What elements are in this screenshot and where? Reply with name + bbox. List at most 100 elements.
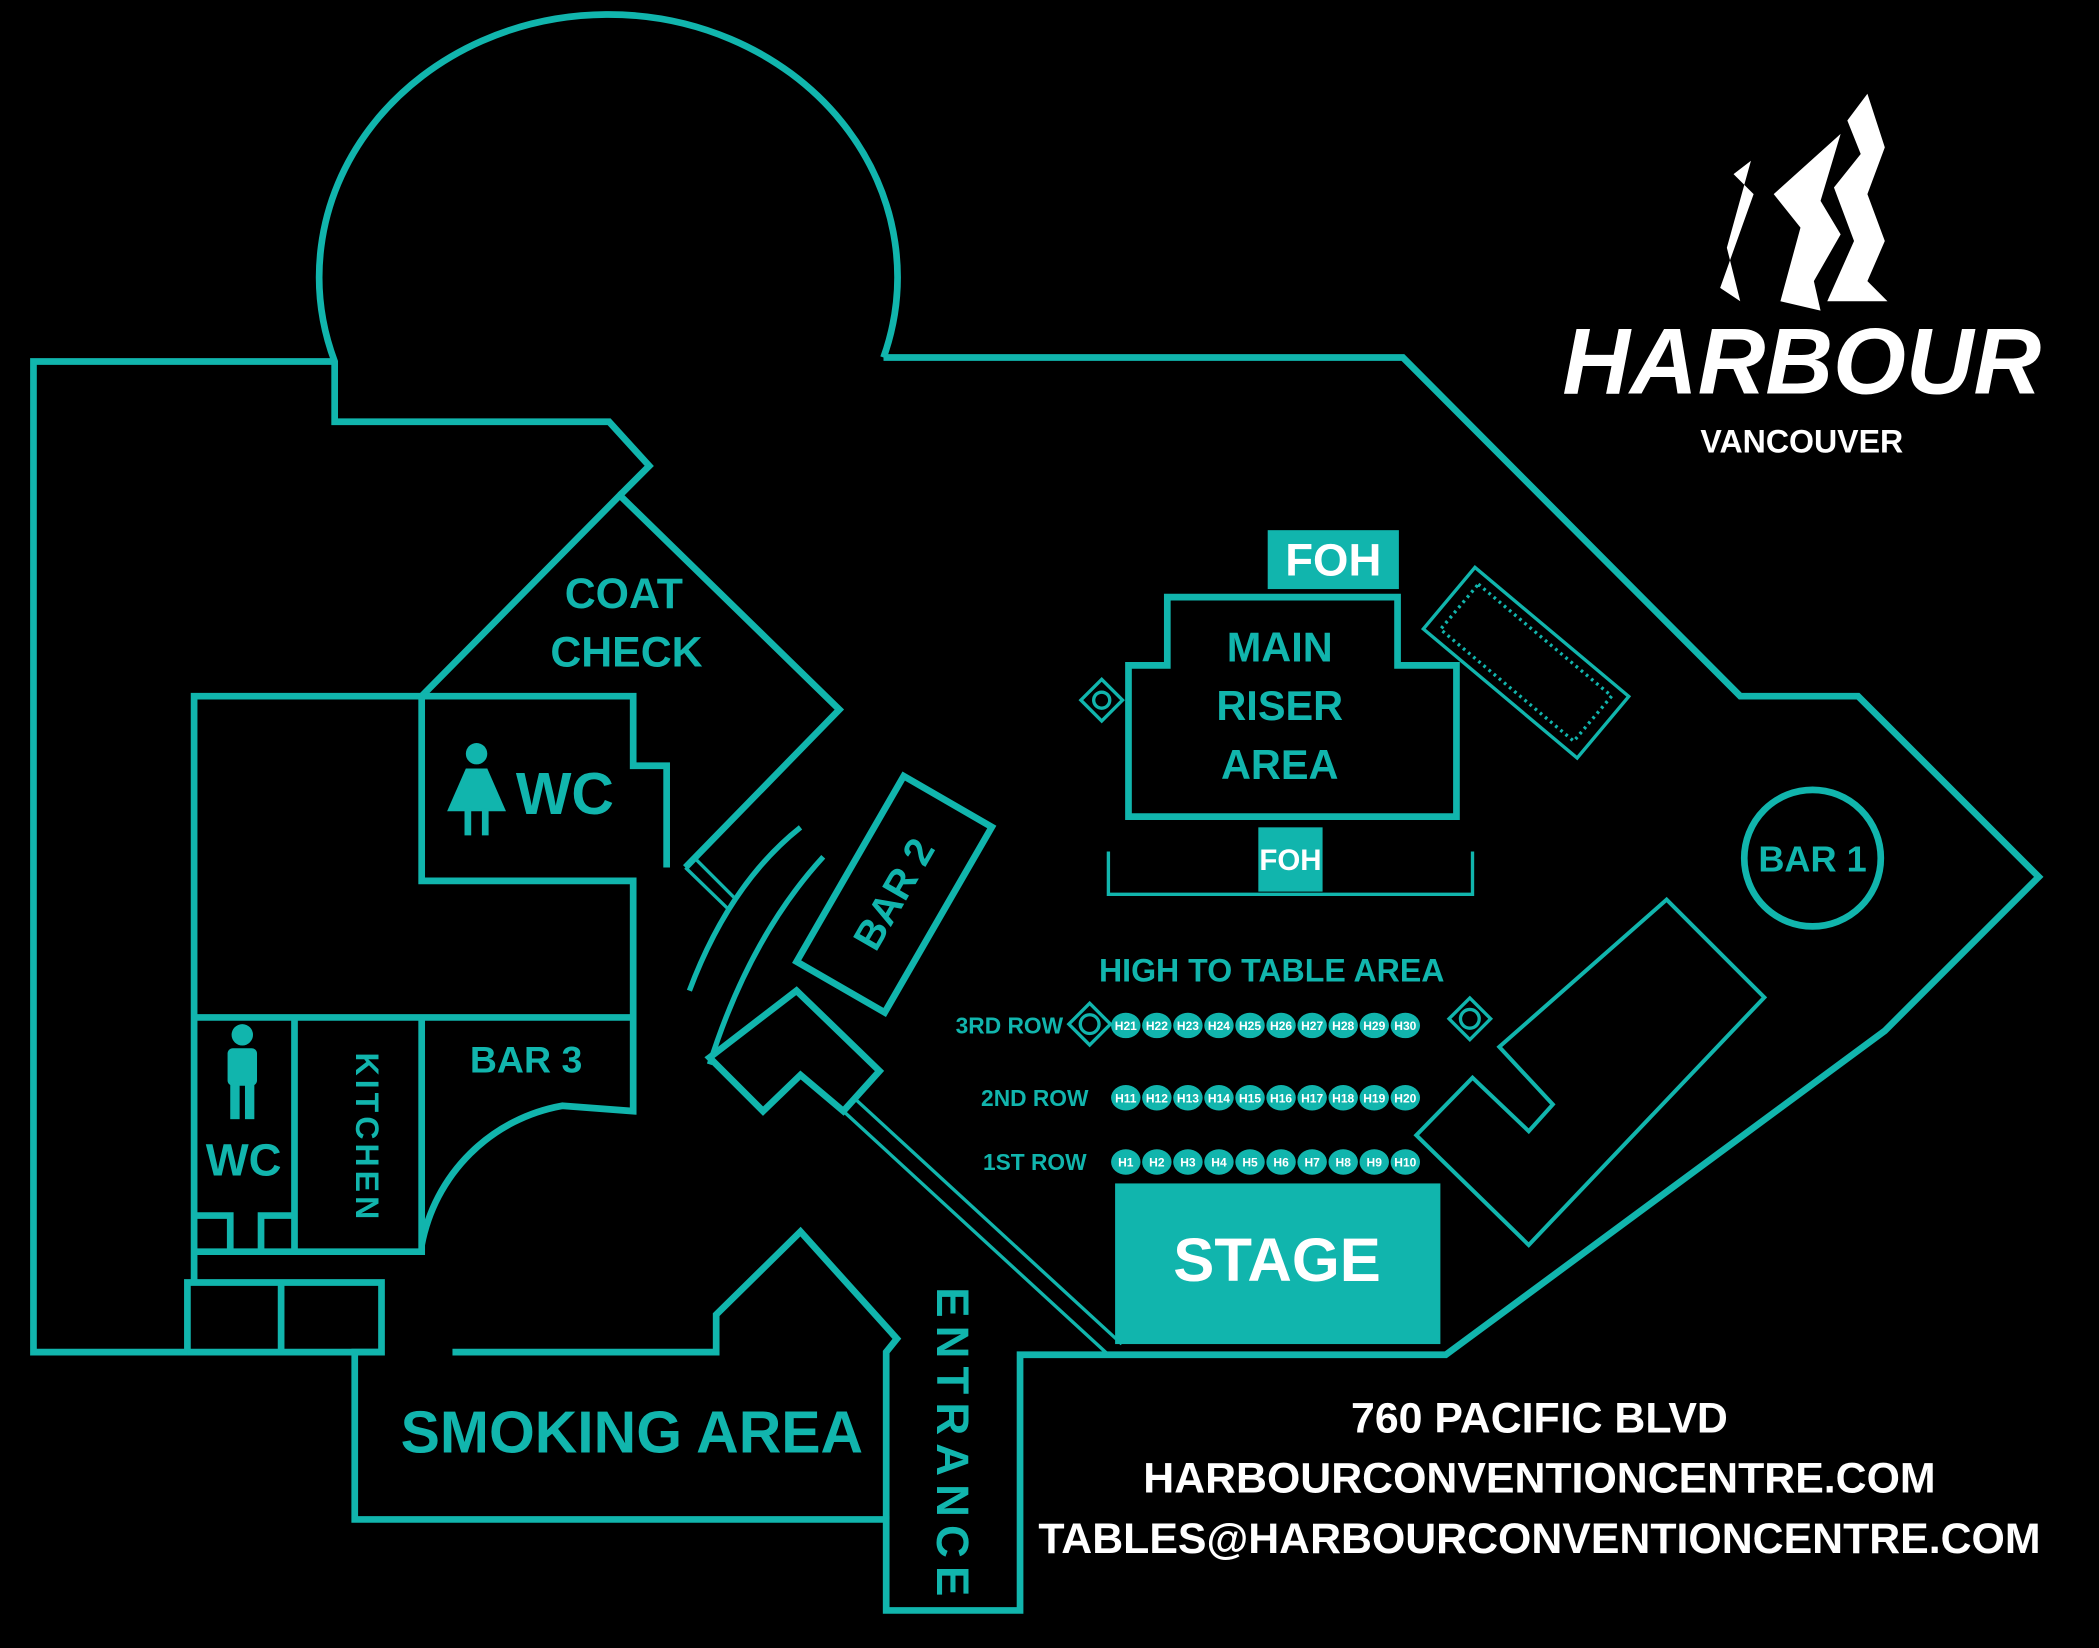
high-table-H27[interactable] bbox=[1297, 1012, 1327, 1039]
table-label: H3 bbox=[1180, 1156, 1196, 1170]
riser-label-1: MAIN bbox=[1227, 623, 1333, 670]
table-label: H13 bbox=[1177, 1091, 1199, 1105]
table-label: H14 bbox=[1208, 1091, 1230, 1105]
table-label: H7 bbox=[1304, 1156, 1320, 1170]
smoking-area-label: SMOKING AREA bbox=[401, 1400, 863, 1465]
table-label: H22 bbox=[1146, 1019, 1168, 1033]
column-icon bbox=[1446, 995, 1494, 1042]
high-table-H12[interactable] bbox=[1142, 1085, 1172, 1111]
foh-bottom-box bbox=[1258, 827, 1323, 892]
entrance-corridor bbox=[684, 855, 1123, 1357]
bar-1 bbox=[1740, 786, 1885, 930]
high-table-H23[interactable] bbox=[1173, 1012, 1203, 1039]
stage bbox=[1115, 1183, 1441, 1345]
high-table-H21[interactable] bbox=[1111, 1012, 1141, 1039]
high-table-area-label: HIGH TO TABLE AREA bbox=[1099, 952, 1444, 988]
table-label: H16 bbox=[1270, 1091, 1292, 1105]
table-label: H25 bbox=[1239, 1019, 1261, 1033]
bar-1-label: BAR 1 bbox=[1758, 839, 1866, 880]
table-label: H11 bbox=[1115, 1091, 1137, 1105]
column-icon bbox=[1066, 1000, 1113, 1048]
table-label: H9 bbox=[1367, 1156, 1383, 1170]
table-label: H20 bbox=[1394, 1091, 1416, 1105]
bar-2 bbox=[792, 771, 997, 1018]
foh-bottom-label: FOH bbox=[1259, 844, 1321, 877]
high-table-H14[interactable] bbox=[1204, 1085, 1234, 1111]
stairs bbox=[1420, 565, 1632, 761]
high-table-H28[interactable] bbox=[1328, 1012, 1358, 1039]
high-table-H30[interactable] bbox=[1390, 1012, 1421, 1039]
table-label: H17 bbox=[1301, 1091, 1323, 1105]
right-lounge bbox=[1413, 896, 1768, 1248]
wc-women-label: WC bbox=[516, 762, 614, 827]
high-table-H25[interactable] bbox=[1235, 1012, 1265, 1039]
high-table-H18[interactable] bbox=[1328, 1085, 1358, 1111]
table-label: H5 bbox=[1242, 1156, 1258, 1170]
high-table-H8[interactable] bbox=[1328, 1149, 1358, 1175]
high-table-H3[interactable] bbox=[1173, 1149, 1203, 1175]
table-label: H29 bbox=[1363, 1019, 1385, 1033]
table-label: H12 bbox=[1146, 1091, 1168, 1105]
high-table-H5[interactable] bbox=[1235, 1149, 1265, 1175]
table-label: H26 bbox=[1270, 1019, 1292, 1033]
table-label: H1 bbox=[1118, 1156, 1134, 1170]
coat-check-wall bbox=[419, 490, 845, 870]
table-label: H28 bbox=[1332, 1019, 1354, 1033]
row-label: 1ST ROW bbox=[983, 1149, 1087, 1175]
rotunda-wall bbox=[315, 11, 901, 498]
high-table-H9[interactable] bbox=[1359, 1149, 1389, 1175]
foh-top-label: FOH bbox=[1285, 535, 1381, 586]
harbour-logo: HARBOUR VANCOUVER bbox=[1562, 93, 2042, 460]
table-label: H19 bbox=[1363, 1091, 1385, 1105]
high-table-H20[interactable] bbox=[1390, 1085, 1421, 1111]
wc-men-label: WC bbox=[206, 1134, 282, 1185]
coat-check-label-1: COAT bbox=[565, 570, 683, 618]
high-table-H17[interactable] bbox=[1297, 1085, 1327, 1111]
logo-sub: VANCOUVER bbox=[1700, 424, 1903, 460]
row-label: 3RD ROW bbox=[956, 1012, 1064, 1038]
high-table-H16[interactable] bbox=[1266, 1085, 1296, 1111]
curved-wall bbox=[686, 825, 826, 1066]
men-icon bbox=[227, 1024, 258, 1120]
table-label: H23 bbox=[1177, 1019, 1199, 1033]
table-rows: 3RD ROW H21 H22 H23 H24 H25 H26 H27 H28 H29 H30 2ND… bbox=[956, 1012, 1421, 1175]
high-table-H13[interactable] bbox=[1173, 1085, 1203, 1111]
address: 760 PACIFIC BLVD bbox=[1351, 1394, 1728, 1442]
high-table-H7[interactable] bbox=[1297, 1149, 1327, 1175]
email-link[interactable]: TABLES@HARBOURCONVENTIONCENTRE.COM bbox=[1038, 1515, 2040, 1563]
main-riser bbox=[1125, 593, 1460, 820]
website-link[interactable]: HARBOURCONVENTIONCENTRE.COM bbox=[1143, 1455, 1935, 1503]
table-label: H4 bbox=[1211, 1156, 1227, 1170]
high-table-H11[interactable] bbox=[1111, 1085, 1141, 1111]
riser-label-2: RISER bbox=[1216, 682, 1343, 729]
high-table-H26[interactable] bbox=[1266, 1012, 1296, 1039]
high-table-H4[interactable] bbox=[1204, 1149, 1234, 1175]
table-label: H30 bbox=[1394, 1019, 1416, 1033]
high-table-H29[interactable] bbox=[1359, 1012, 1389, 1039]
kitchen-label: KITCHEN bbox=[349, 1052, 385, 1223]
high-table-H6[interactable] bbox=[1266, 1149, 1296, 1175]
table-label: H15 bbox=[1239, 1091, 1261, 1105]
foh-top-box bbox=[1267, 530, 1399, 590]
riser-label-3: AREA bbox=[1221, 741, 1339, 788]
table-label: H2 bbox=[1149, 1156, 1165, 1170]
high-table-H15[interactable] bbox=[1235, 1085, 1265, 1111]
women-icon bbox=[447, 743, 507, 836]
foh-platform bbox=[1106, 851, 1475, 896]
left-rooms bbox=[187, 692, 670, 1356]
table-label: H18 bbox=[1332, 1091, 1354, 1105]
table-label: H24 bbox=[1208, 1019, 1230, 1033]
table-label: H21 bbox=[1115, 1019, 1137, 1033]
outer-wall bbox=[30, 354, 2044, 1614]
high-table-H1[interactable] bbox=[1111, 1149, 1141, 1175]
high-table-H2[interactable] bbox=[1142, 1149, 1172, 1175]
table-label: H27 bbox=[1301, 1019, 1323, 1033]
table-label: H8 bbox=[1336, 1156, 1352, 1170]
row-label: 2ND ROW bbox=[981, 1085, 1089, 1111]
dj-booth bbox=[704, 986, 885, 1116]
high-table-H10[interactable] bbox=[1390, 1149, 1421, 1175]
high-table-H19[interactable] bbox=[1359, 1085, 1389, 1111]
high-table-H24[interactable] bbox=[1204, 1012, 1234, 1039]
high-table-H22[interactable] bbox=[1142, 1012, 1172, 1039]
